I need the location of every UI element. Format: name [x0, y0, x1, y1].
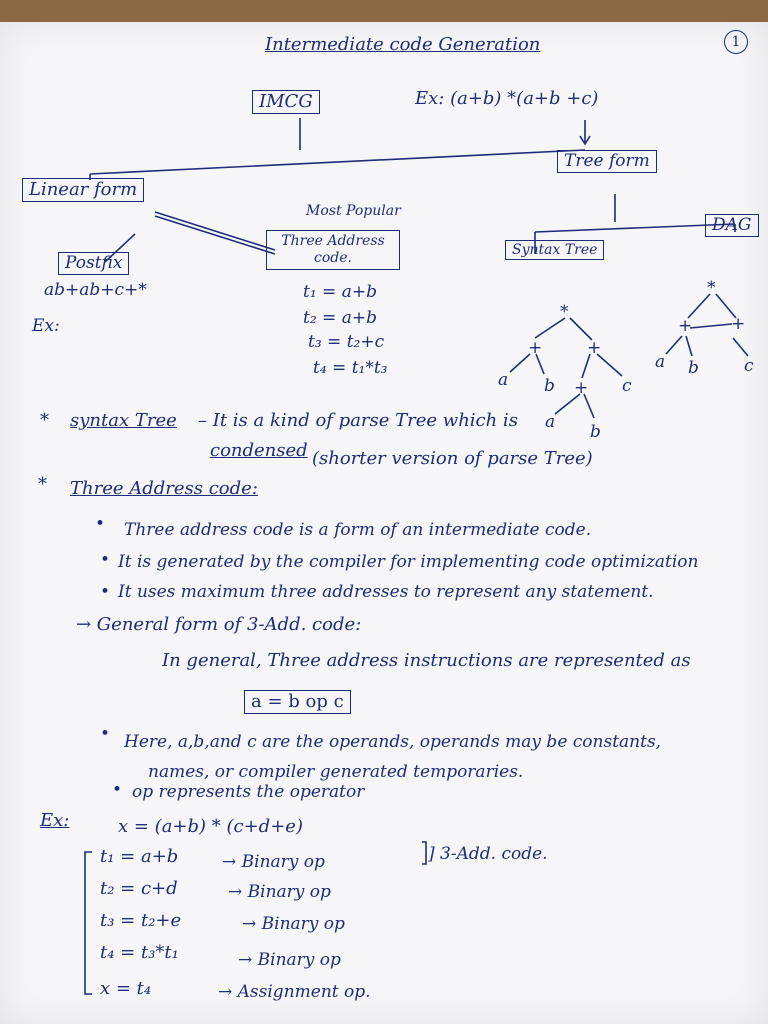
tac-point-bullet: •: [95, 514, 106, 534]
three-address-code-note: ] 3-Add. code.: [428, 844, 548, 864]
example-step-note: → Binary op: [222, 852, 325, 872]
example-step-note: → Binary op: [228, 882, 331, 902]
linear-form-node: Linear form: [22, 178, 145, 202]
tree-form-node: Tree form: [557, 150, 657, 173]
postfix-expression: ab+ab+c+*: [44, 280, 147, 300]
bullet: *: [38, 474, 47, 495]
operands-text-2: names, or compiler generated temporaries…: [148, 762, 524, 782]
syntax-tree-term: syntax Tree: [70, 410, 177, 431]
dag-node-label: +: [731, 314, 746, 334]
example-step-note: → Binary op: [238, 950, 341, 970]
tac-point: Three address code is a form of an inter…: [124, 520, 592, 540]
bullet: *: [40, 410, 49, 431]
most-popular-note: Most Popular: [306, 203, 401, 219]
syntax-tree-definition: – It is a kind of parse Tree which is: [198, 410, 518, 431]
syntax-tree-node-label: a: [498, 370, 509, 390]
top-example-expression: Ex: (a+b) *(a+b +c): [415, 88, 599, 109]
syntax-tree-node-label: +: [574, 378, 589, 398]
syntax-tree-node-label: c: [622, 376, 632, 396]
dag-node-label: a: [655, 352, 666, 372]
dag-node-label: +: [678, 316, 693, 336]
operands-text: Here, a,b,and c are the operands, operan…: [124, 732, 662, 752]
syntax-tree-node: Syntax Tree: [505, 240, 605, 260]
syntax-tree-definition-2: (shorter version of parse Tree): [312, 448, 593, 469]
three-address-code-node: Three Address code.: [266, 230, 400, 270]
notebook-page: Intermediate code Generation 1 IMCG Ex: …: [0, 22, 768, 1024]
op-bullet: •: [112, 780, 123, 800]
syntax-tree-node-label: +: [528, 338, 543, 358]
tac-line: t₁ = a+b: [303, 282, 377, 302]
example-expression: x = (a+b) * (c+d+e): [118, 816, 303, 837]
example-step: t₃ = t₂+e: [100, 910, 182, 931]
example-label-1: Ex:: [32, 316, 60, 336]
tac-line: t₂ = a+b: [303, 308, 377, 328]
tac-point-bullet: •: [100, 582, 111, 602]
example-step-note: → Binary op: [242, 914, 345, 934]
tac-line: t₄ = t₁*t₃: [313, 358, 388, 378]
tac-line: t₃ = t₂+c: [308, 332, 385, 352]
general-formula: a = b op c: [244, 690, 351, 714]
dag-node-label: b: [688, 358, 699, 378]
example-step: t₄ = t₃*t₁: [100, 942, 179, 963]
example-label-2: Ex:: [40, 810, 70, 831]
tree-diagram-lines: [84, 118, 749, 995]
tac-point: It is generated by the compiler for impl…: [118, 552, 699, 572]
general-form-heading: → General form of 3-Add. code:: [76, 614, 362, 635]
syntax-tree-node-label: a: [545, 412, 556, 432]
general-form-text: In general, Three address instructions a…: [162, 650, 691, 671]
dag-node-label: *: [707, 278, 716, 298]
tac-heading: Three Address code:: [70, 478, 258, 499]
example-step-note: → Assignment op.: [218, 982, 371, 1002]
dag-node-label: c: [744, 356, 754, 376]
operator-text: op represents the operator: [132, 782, 365, 802]
condensed-term: condensed: [210, 440, 308, 461]
example-step: t₂ = c+d: [100, 878, 178, 899]
page-number: 1: [724, 30, 748, 54]
page-title: Intermediate code Generation: [265, 34, 541, 55]
tac-point: It uses maximum three addresses to repre…: [118, 582, 654, 602]
here-bullet: •: [100, 724, 111, 744]
syntax-tree-node-label: +: [587, 338, 602, 358]
postfix-node: Postfix: [58, 252, 130, 275]
syntax-tree-node-label: b: [590, 422, 601, 442]
syntax-tree-node-label: b: [544, 376, 555, 396]
example-step: x = t₄: [100, 978, 152, 999]
dag-node: DAG: [705, 214, 759, 237]
root-node-imcg: IMCG: [252, 90, 320, 114]
tac-point-bullet: •: [100, 550, 111, 570]
example-step: t₁ = a+b: [100, 846, 179, 867]
syntax-tree-node-label: *: [560, 302, 569, 322]
